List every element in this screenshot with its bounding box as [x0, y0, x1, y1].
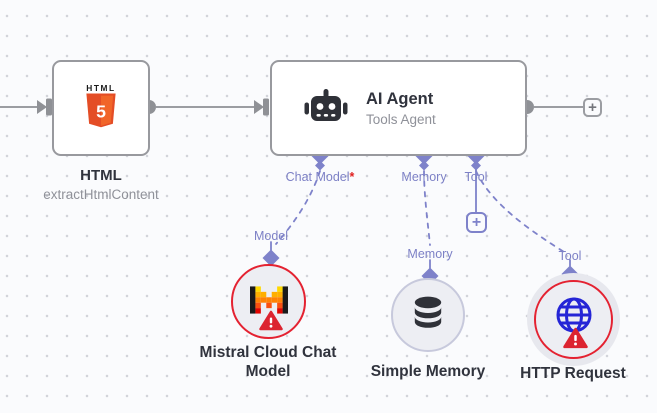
mistral-input-connector[interactable] [262, 249, 280, 267]
html-node-subtitle: extractHtmlContent [43, 187, 159, 202]
robot-icon [302, 87, 350, 129]
mistral-node-caption: Mistral Cloud Chat Model [199, 344, 337, 380]
html-node-title: HTML [80, 167, 122, 184]
add-tool-button[interactable]: + [466, 212, 487, 233]
edge-chat-model [275, 170, 321, 245]
svg-text:5: 5 [96, 101, 106, 121]
node-simple-memory[interactable] [391, 278, 465, 352]
edge-memory [423, 170, 431, 246]
connector-label-memory: Memory [401, 170, 447, 184]
memory-node-caption: Simple Memory [370, 363, 486, 380]
node-mistral-cloud-chat-model[interactable] [231, 264, 306, 339]
agent-title: AI Agent [366, 89, 434, 108]
svg-text:HTML: HTML [86, 82, 115, 92]
connector-label-tool: Tool [464, 170, 488, 184]
mistral-logo-icon [249, 286, 288, 319]
chat-model-label: Chat Model [285, 170, 350, 184]
warning-icon [259, 310, 283, 336]
agent-subtitle: Tools Agent [366, 111, 436, 127]
sub-label-model: Model [253, 229, 289, 243]
warning-icon [563, 327, 588, 354]
required-marker: * [349, 170, 355, 184]
http-node-caption: HTTP Request [520, 365, 626, 382]
connector-label-chat-model: Chat Model* [250, 171, 390, 184]
node-http-request-halo [527, 273, 620, 366]
agent-input-port[interactable] [263, 98, 269, 116]
node-ai-agent[interactable]: AI Agent Tools Agent [270, 60, 527, 156]
sub-label-tool: Tool [558, 249, 582, 263]
node-html[interactable]: HTML 5 [52, 60, 150, 156]
html-input-port[interactable] [46, 98, 52, 116]
input-arrow-icon [254, 100, 264, 114]
add-node-button[interactable]: + [583, 98, 602, 117]
database-icon [409, 295, 447, 336]
sub-label-memory: Memory [407, 247, 453, 261]
node-http-request[interactable] [534, 280, 613, 359]
edge-tool [475, 170, 565, 253]
input-arrow-icon [37, 100, 47, 114]
html5-icon: HTML 5 [80, 82, 122, 135]
html-node-caption: HTML extractHtmlContent [21, 167, 181, 202]
